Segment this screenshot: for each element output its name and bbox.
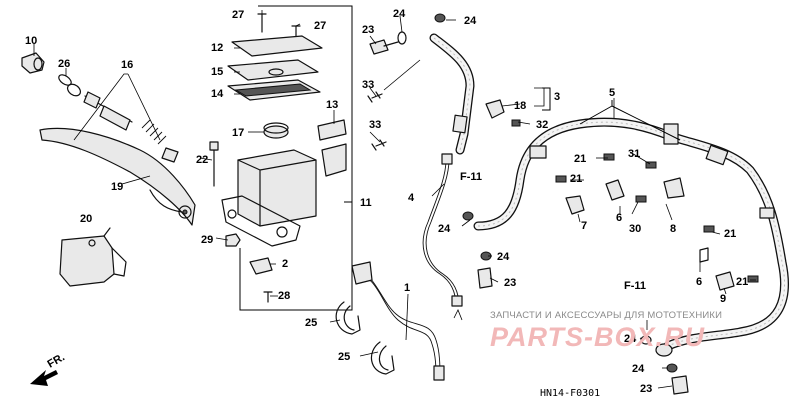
callout-7: 7 xyxy=(581,220,587,232)
callout-12: 12 xyxy=(211,42,223,54)
callout-24-low-a: 24 xyxy=(624,333,637,345)
part-circlip xyxy=(58,74,82,97)
callout-23-mid: 23 xyxy=(504,277,516,289)
callout-11: 11 xyxy=(360,197,372,209)
part-diaphragm xyxy=(227,79,321,101)
callout-8: 8 xyxy=(670,223,676,235)
callout-21-c: 21 xyxy=(724,228,736,240)
callout-24-low-b: 24 xyxy=(632,363,645,375)
part-reservoir-cap xyxy=(231,35,323,57)
callout-28: 28 xyxy=(278,290,290,302)
callout-3: 3 xyxy=(554,91,560,103)
part-piston-set xyxy=(83,91,179,163)
callout-labels: 27 27 10 26 16 12 15 14 17 22 19 20 29 2… xyxy=(25,8,748,395)
callout-21-b: 21 xyxy=(570,173,582,185)
callout-23-top: 23 xyxy=(362,24,374,36)
callout-23-low: 23 xyxy=(640,383,652,395)
part-brake-hose-lower xyxy=(351,261,445,381)
callout-6-b: 6 xyxy=(696,276,702,288)
callout-22: 22 xyxy=(196,154,208,166)
callout-2: 2 xyxy=(282,258,288,270)
part-brake-hose-long xyxy=(473,117,790,357)
callout-9: 9 xyxy=(720,293,726,305)
ref-f11-lower: F-11 xyxy=(624,280,646,292)
callout-10: 10 xyxy=(25,35,37,47)
part-brake-hose-upper xyxy=(429,33,475,155)
callout-15: 15 xyxy=(211,66,223,78)
watermark-tagline: ЗАПЧАСТИ И АКСЕССУАРЫ ДЛЯ МОТОТЕХНИКИ xyxy=(490,310,722,321)
part-washers-lower xyxy=(462,211,678,373)
callout-33-upper: 33 xyxy=(362,79,374,91)
part-switch-bracket xyxy=(249,257,273,303)
leader-lines xyxy=(33,10,756,389)
part-brake-switch xyxy=(59,227,127,287)
callout-24-mid-left: 24 xyxy=(438,223,451,235)
ref-f11-upper: F-11 xyxy=(460,171,482,183)
part-hose-clamps xyxy=(555,153,759,291)
callout-27-left: 27 xyxy=(232,9,244,21)
part-holder xyxy=(317,119,347,177)
part-washers-upper xyxy=(397,13,446,45)
callout-20: 20 xyxy=(80,213,92,225)
callout-26: 26 xyxy=(58,58,70,70)
part-cap-plate xyxy=(227,59,319,81)
callout-14: 14 xyxy=(211,88,224,100)
group-bracket-master-cylinder xyxy=(239,5,353,311)
part-float xyxy=(263,122,289,139)
part-hose-clamps-25 xyxy=(335,301,395,375)
callout-21-d: 21 xyxy=(736,276,748,288)
part-master-cylinder xyxy=(221,149,317,247)
part-pivot-screw xyxy=(209,141,219,187)
callout-31: 31 xyxy=(628,148,640,160)
callout-1: 1 xyxy=(404,282,410,294)
callout-18: 18 xyxy=(514,100,526,112)
callout-25-upper: 25 xyxy=(305,317,317,329)
part-bolts-33 xyxy=(367,91,387,151)
callout-30: 30 xyxy=(629,223,641,235)
callout-17: 17 xyxy=(232,127,244,139)
callout-21-a: 21 xyxy=(574,153,586,165)
callout-24-top-right: 24 xyxy=(464,15,477,27)
part-hose-clip xyxy=(485,99,521,127)
part-boot xyxy=(21,52,45,74)
callout-27-right: 27 xyxy=(314,20,326,32)
callout-5: 5 xyxy=(609,87,615,99)
callout-29: 29 xyxy=(201,234,213,246)
fwd-arrow-icon xyxy=(30,370,58,386)
part-banjo-bolts-lower xyxy=(477,267,689,395)
fwd-label: FR. xyxy=(46,351,67,370)
diagram-code: HN14-F0301 xyxy=(540,388,600,399)
callout-32: 32 xyxy=(536,119,548,131)
callout-4: 4 xyxy=(408,192,415,204)
watermark-logo: PARTS-BOX.RU xyxy=(490,322,706,352)
callout-24-mid-right: 24 xyxy=(497,251,510,263)
callout-19: 19 xyxy=(111,181,123,193)
callout-13: 13 xyxy=(326,99,338,111)
part-banjo-bolt-upper xyxy=(369,39,399,55)
callout-16: 16 xyxy=(121,59,133,71)
callout-6-a: 6 xyxy=(616,212,622,224)
callout-24-top-left: 24 xyxy=(393,8,406,20)
callout-33-lower: 33 xyxy=(369,119,381,131)
part-brake-lever xyxy=(39,127,196,226)
callout-25-lower: 25 xyxy=(338,351,350,363)
part-nut xyxy=(225,233,241,247)
